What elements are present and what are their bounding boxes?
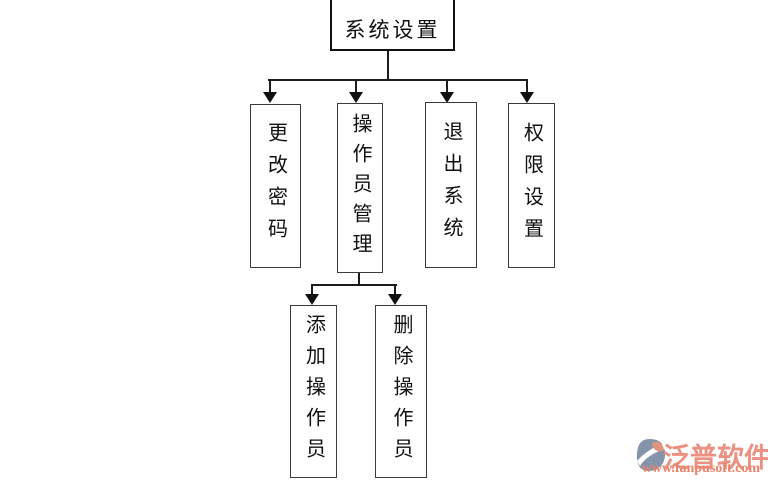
connector-drop-1 [269, 80, 271, 93]
arrow-down-icon [388, 294, 402, 305]
arrow-down-icon [520, 92, 534, 103]
node-label: 系统设置 [344, 17, 441, 42]
brand-url: www.fanpusoft.com [641, 461, 760, 476]
connector-drop-5 [311, 285, 313, 295]
node-permission-settings: 权限设置 [508, 103, 555, 268]
node-add-operator: 添加操作员 [290, 305, 337, 478]
node-label: 退出系统 [440, 121, 462, 249]
connector-operator-stem [358, 273, 360, 286]
arrow-down-icon [440, 92, 454, 103]
node-label: 删除操作员 [390, 314, 412, 469]
connector-root-stem [387, 51, 389, 80]
node-label: 操作员管理 [349, 113, 371, 263]
node-label: 更改密码 [264, 122, 287, 250]
arrow-down-icon [305, 294, 319, 305]
node-exit-system: 退出系统 [425, 102, 477, 268]
arrow-down-icon [263, 92, 277, 103]
connector-drop-2 [355, 80, 357, 93]
node-operator-management: 操作员管理 [337, 103, 383, 273]
connector-level2-rail [311, 284, 397, 286]
node-change-password: 更改密码 [250, 104, 301, 268]
node-delete-operator: 删除操作员 [375, 305, 427, 478]
node-label: 添加操作员 [302, 314, 325, 469]
fanpu-logo-icon [636, 439, 666, 471]
brand-name: 泛普软件 [663, 443, 768, 473]
connector-drop-3 [446, 80, 448, 93]
connector-level1-rail [268, 79, 528, 81]
connector-drop-6 [394, 285, 396, 295]
node-system-settings: 系统设置 [330, 0, 455, 51]
arrow-down-icon [349, 92, 363, 103]
node-label: 权限设置 [520, 121, 543, 250]
connector-drop-4 [526, 80, 528, 93]
